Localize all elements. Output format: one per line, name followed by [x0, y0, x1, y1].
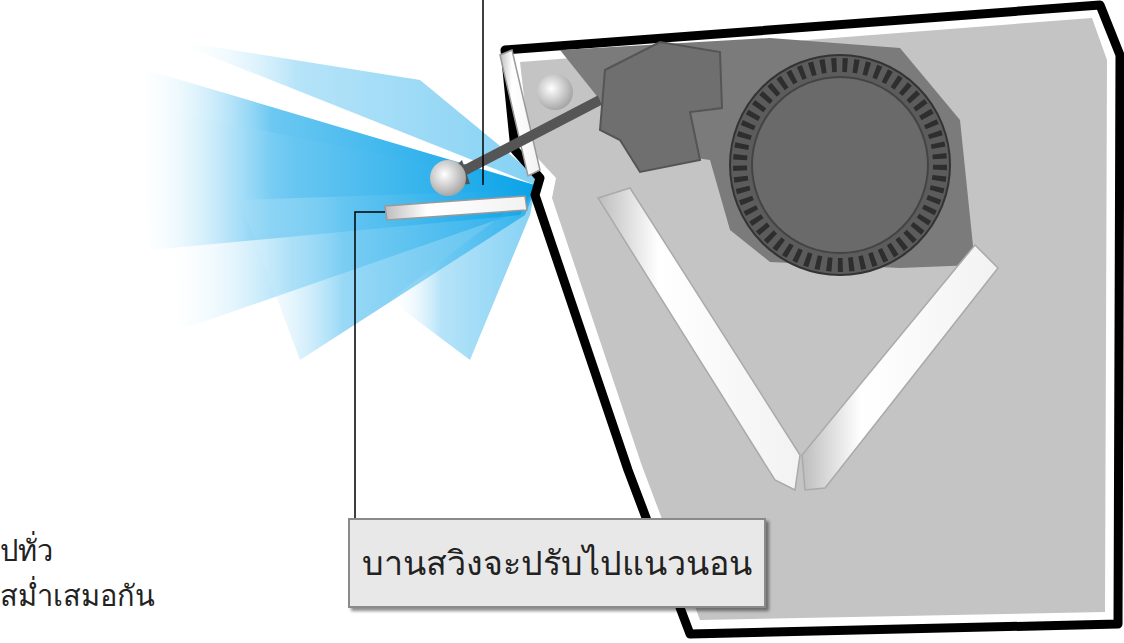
vertical-louver: [500, 50, 540, 176]
heat-exchanger: [598, 188, 800, 490]
leader-line: [355, 212, 385, 518]
linkage-arrow: [450, 100, 600, 178]
swing-louver: [385, 196, 527, 220]
leader-line: [482, 0, 484, 185]
pivot: [537, 74, 573, 110]
airflow: [130, 40, 535, 360]
callout-box: บานสวิงจะปรับไปแนวนอน: [348, 518, 766, 608]
note-text: ปทั่ว: [0, 528, 53, 574]
cross-flow-fan: [730, 55, 950, 275]
louver-motor: [600, 42, 722, 172]
pivot: [430, 160, 466, 196]
callout-text: บานสวิงจะปรับไปแนวนอน: [362, 536, 752, 590]
heat-exchanger: [802, 245, 998, 490]
note-text: สม่ำเสมอกัน: [0, 573, 155, 619]
